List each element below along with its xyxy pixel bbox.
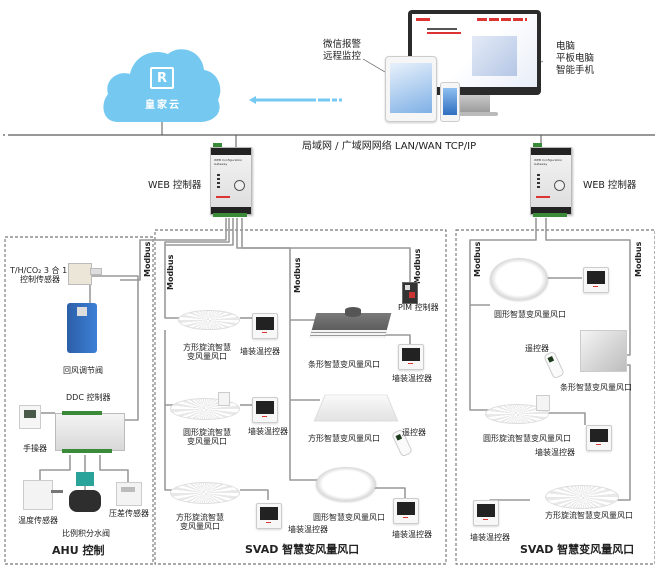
round-vent-right-icon xyxy=(490,258,548,300)
thermostat-mid-4[interactable] xyxy=(398,344,424,370)
round-swirl-vent-right-icon xyxy=(485,404,549,424)
linear-vent-right-icon xyxy=(580,330,627,372)
tablet-label: 平板电脑 xyxy=(556,53,595,64)
gateway-2-label: WEB 控制器 xyxy=(583,180,637,191)
pim-label: PIM 控制器 xyxy=(398,303,439,312)
square-swirl-1-label-1: 方形旋流智慧 xyxy=(183,343,231,352)
remote-mid-label: 遥控器 xyxy=(402,428,426,437)
sensor-3in1-label-2: 控制传感器 xyxy=(20,275,60,284)
thermostat-mid-1-label: 墙装温控器 xyxy=(240,347,280,356)
thermostat-mid-5[interactable] xyxy=(393,498,419,524)
damper-actuator-icon xyxy=(67,303,97,353)
square-swirl-vent-right-icon xyxy=(545,485,619,509)
web-gateway-1[interactable]: WEB Configuration Gateway xyxy=(210,147,252,215)
modbus-label-ahu: Modbus xyxy=(143,241,152,277)
thermostat-mid-5-label: 墙装温控器 xyxy=(392,530,432,539)
svad-right-title: SVAD 智慧变风量风口 xyxy=(520,543,635,556)
svad-middle-box xyxy=(154,229,447,565)
ahu-modbus-wire xyxy=(120,218,227,281)
smartphone-label: 智能手机 xyxy=(556,65,595,76)
monitor-stand xyxy=(458,95,490,113)
round-vent-mid-label: 圆形智慧变风量风口 xyxy=(313,513,385,522)
cloud-shape xyxy=(103,49,221,122)
round-swirl-label-2: 变风量风口 xyxy=(187,437,227,446)
pc-label: 电脑 xyxy=(556,41,576,52)
thermostat-right-3-label: 墙装温控器 xyxy=(470,533,510,542)
pressure-sensor-icon xyxy=(116,482,142,506)
thermostat-mid-3-label: 墙装温控器 xyxy=(288,525,328,534)
modbus-label-mid-1: Modbus xyxy=(166,254,175,290)
remote-right-label: 遥控器 xyxy=(525,344,549,353)
ddc-label: DDC 控制器 xyxy=(66,393,111,402)
thermostat-mid-3[interactable] xyxy=(256,503,282,529)
handheld-icon[interactable] xyxy=(19,405,41,429)
square-swirl-1-label-2: 变风量风口 xyxy=(187,352,227,361)
network-label: 局域网 / 广域网网络 LAN/WAN TCP/IP xyxy=(302,141,477,152)
modbus-label-right-2: Modbus xyxy=(634,241,643,277)
round-swirl-label-1: 圆形旋流智慧 xyxy=(183,428,231,437)
square-swirl-2-label-1: 方形旋流智慧 xyxy=(176,513,224,522)
web-gateway-2[interactable]: WEB Configuration Gateway xyxy=(530,147,572,215)
svad-right-box xyxy=(455,229,655,565)
thermostat-mid-4-label: 墙装温控器 xyxy=(392,374,432,383)
modbus-label-mid-3: Modbus xyxy=(413,248,422,284)
sensor-3in1-icon xyxy=(68,263,92,285)
square-swirl-vent-1-icon xyxy=(178,310,240,330)
square-vent-mid-label: 方形智慧变风量风口 xyxy=(308,434,380,443)
sensor-3in1-label-1: T/H/CO₂ 3 合 1 xyxy=(10,266,68,275)
thermostat-right-2-label: 墙装温控器 xyxy=(535,448,575,457)
thermostat-right-3[interactable] xyxy=(473,500,499,526)
damper-label: 回风调节阀 xyxy=(63,366,103,375)
ahu-box xyxy=(4,236,154,565)
ddc-controller-icon[interactable] xyxy=(55,411,125,453)
square-swirl-2-label-2: 变风量风口 xyxy=(180,522,220,531)
temp-sensor-icon xyxy=(23,480,53,510)
modbus-label-mid-2: Modbus xyxy=(293,257,302,293)
gateway-1-label: WEB 控制器 xyxy=(148,180,202,191)
thermostat-right-1[interactable] xyxy=(583,267,609,293)
wechat-alarm-label: 微信报警 xyxy=(323,39,362,50)
cloud-label: 皇家云 xyxy=(145,100,181,111)
ahu-title: AHU 控制 xyxy=(52,544,105,557)
linear-vent-mid-label: 条形智慧变风量风口 xyxy=(308,360,380,369)
thermostat-right-2[interactable] xyxy=(586,425,612,451)
valve-label: 比例积分水阀 xyxy=(62,529,110,538)
pressure-sensor-label: 压差传感器 xyxy=(109,509,149,518)
pim-controller-icon[interactable] xyxy=(402,282,418,304)
valve-body-icon xyxy=(69,490,101,512)
modbus-label-right-1: Modbus xyxy=(473,241,482,277)
rs-crown-logo-icon: R xyxy=(150,67,174,89)
square-swirl-right-label: 方形旋流智慧变风量风口 xyxy=(545,511,633,520)
round-swirl-right-label: 圆形旋流智慧变风量风口 xyxy=(483,434,571,443)
valve-actuator-icon xyxy=(76,472,94,486)
square-vent-mid-icon xyxy=(313,394,399,422)
thermostat-mid-1[interactable] xyxy=(252,313,278,339)
svad-middle-title: SVAD 智慧变风量风口 xyxy=(245,543,360,556)
handheld-label: 手操器 xyxy=(23,444,47,453)
cloud: R 皇家云 xyxy=(100,42,225,124)
phone-icon xyxy=(440,82,460,122)
temp-sensor-label: 温度传感器 xyxy=(18,516,58,525)
round-vent-mid-icon xyxy=(316,467,376,501)
linear-vent-right-label: 条形智慧变风量风口 xyxy=(560,383,632,392)
square-swirl-vent-2-icon xyxy=(170,482,240,504)
round-vent-right-label: 圆形智慧变风量风口 xyxy=(494,310,566,319)
thermostat-mid-2[interactable] xyxy=(252,397,278,423)
remote-monitor-label: 远程监控 xyxy=(323,51,362,62)
sync-arrow xyxy=(249,96,342,104)
thermostat-mid-2-label: 墙装温控器 xyxy=(248,427,288,436)
tablet-icon xyxy=(385,56,437,122)
